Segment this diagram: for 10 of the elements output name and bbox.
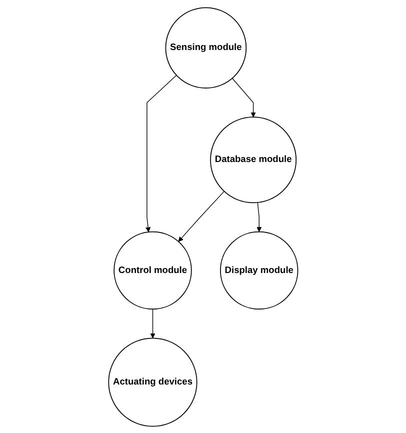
node-circle: Actuating devices	[108, 337, 198, 426]
node-circle: Sensing module	[165, 6, 246, 88]
arrow	[145, 74, 177, 232]
arrow	[256, 202, 262, 232]
arrow	[232, 77, 256, 117]
node-circle: Database module	[210, 116, 296, 203]
arrow	[178, 190, 224, 242]
node-circle: Control module	[113, 230, 192, 310]
arrow	[150, 308, 156, 338]
node-circle: Display module	[220, 230, 298, 310]
